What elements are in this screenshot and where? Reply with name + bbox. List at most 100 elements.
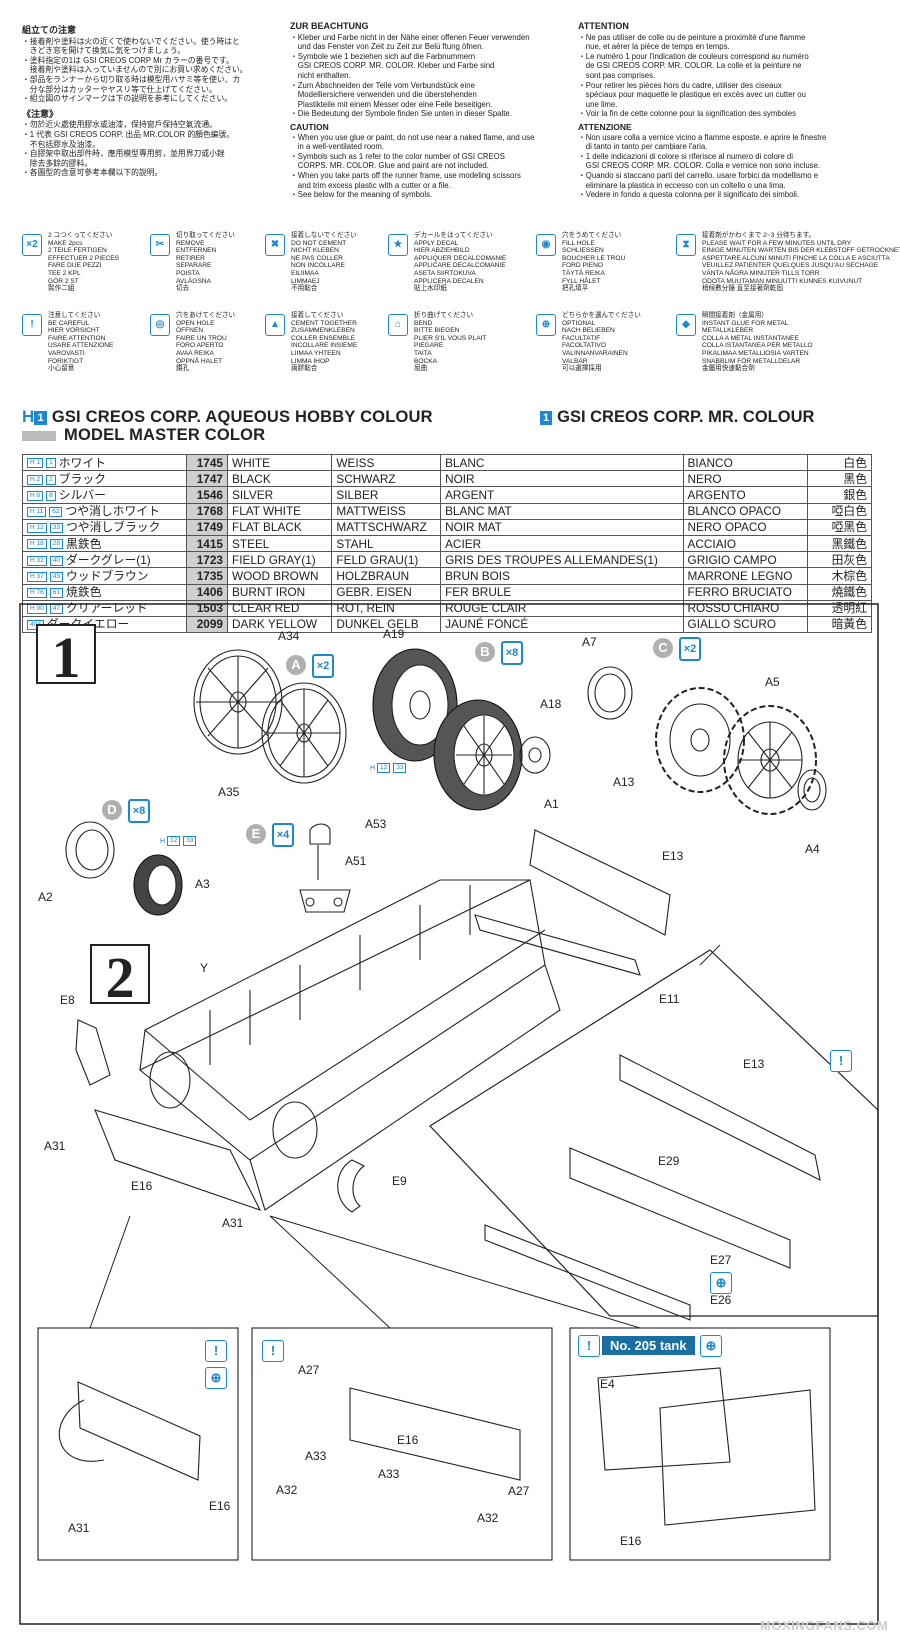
- paint-note-h: H: [370, 764, 376, 772]
- warning-line: ・When you use glue or paint, do not use …: [290, 132, 535, 142]
- paint-note-b: 33: [183, 836, 197, 846]
- label-a4: A4: [805, 842, 820, 856]
- symbol-text-line: 接着してください: [291, 312, 344, 319]
- symbol-text-line: TEE 2 KPL: [48, 269, 81, 277]
- paint-code: 1745: [186, 453, 228, 472]
- paint-code: 2099: [186, 615, 228, 634]
- symbol-text-line: VALBAR: [562, 357, 588, 365]
- paint-it: GRIGIO CAMPO: [682, 551, 809, 569]
- hobby-code-badge: H 1: [27, 458, 44, 469]
- symbol-text-line: 穴をあけてください: [176, 312, 236, 319]
- symbol-text-line: 可以選擇採用: [562, 365, 602, 373]
- part-e9: [337, 1159, 366, 1213]
- symbol-text-line: 折り曲げてください: [414, 312, 474, 319]
- symbol-text-line: BITTE BIEGEN: [414, 327, 460, 335]
- part-a51: [299, 889, 351, 913]
- label-e9: E9: [392, 1174, 407, 1188]
- aqueous-title: GSI CREOS CORP. AQUEOUS HOBBY COLOUR: [51, 408, 433, 426]
- symbol-text-line: 接着剤がかわくまで 2~3 分待ちます。: [702, 232, 816, 239]
- part-e8: [75, 1019, 111, 1086]
- symbol-text-line: デカールをはってください: [414, 232, 493, 239]
- symbol-text-line: 小心留意: [48, 365, 75, 373]
- symbol-text-line: FORO APERTO: [176, 342, 224, 350]
- symbol-text-line: APPLICARE DECALCOMANIE: [414, 262, 506, 270]
- qty-a-badge: ×2: [312, 654, 334, 678]
- symbol-text-line: USARE ATTENZIONE: [48, 342, 114, 350]
- paint-jp-name: シルバー: [58, 487, 106, 502]
- symbol-text-line: HIER ABZIEHBILD: [414, 247, 470, 255]
- symbol-text-line: LIIMAA YHTEEN: [291, 349, 341, 357]
- wait-icon: ⧗: [676, 234, 696, 256]
- paint-cn: 黑色: [807, 470, 872, 488]
- symbol-text-line: 2 コつくってください: [48, 232, 113, 239]
- qty-b-badge: ×8: [501, 641, 523, 665]
- warning-line: ・各圖型的含意可參考本欄以下的說明。: [22, 168, 163, 178]
- detail-box-1: [37, 1327, 239, 1561]
- symbol-text-line: OPTIONAL: [562, 319, 596, 327]
- paint-cn: 木棕色: [807, 567, 872, 585]
- mr-code-badge: 1: [46, 458, 56, 469]
- symbol-text-line: FORIKTIGT: [48, 357, 84, 365]
- symbol-text-line: DO NOT CEMENT: [291, 239, 347, 247]
- paint-de: DUNKEL GELB: [331, 615, 442, 634]
- symbol-text-line: BE CAREFUL: [48, 319, 90, 327]
- symbol-text-line: BOCKA: [414, 357, 438, 365]
- optional-icon: ⊕: [536, 314, 556, 336]
- mr-colour-title: GSI CREOS CORP. MR. COLOUR: [557, 408, 815, 426]
- label-e11: E11: [659, 992, 680, 1006]
- symbol-text-line: GÖR 2 ST: [48, 277, 79, 285]
- detail-panel-right: [429, 949, 879, 1321]
- paint-de: MATTWEISS: [331, 502, 442, 520]
- sprocket-a13: [655, 687, 745, 793]
- warning-line: ・組立図のサインマークは下の説明を参考にしてください。: [22, 94, 233, 104]
- label-e16: E16: [397, 1433, 419, 1447]
- hobby-code-badge: H 18: [27, 539, 47, 550]
- hub-a4: [797, 769, 827, 811]
- warning-de: ZUR BEACHTUNG ・Kleber und Farbe nicht in…: [290, 21, 560, 200]
- warning-line: ・部品をランナーから切り取る時は模型用ハサミ等を使い、カ: [22, 74, 241, 84]
- qty-d-badge: ×8: [128, 799, 150, 823]
- symbol-text-line: INSTANT GLUE FOR METAL: [702, 319, 789, 327]
- symbol-text-line: LIMMA IHOP: [291, 357, 330, 365]
- warning-fr: ATTENTION ・Ne pas utiliser de colle ou d…: [578, 21, 878, 200]
- warning-line: GSI CREOS CORP. MR. COLOR. Colla e verni…: [578, 161, 821, 171]
- rail-e13: [529, 829, 671, 936]
- warning-line: 除去多餘的膠料。: [22, 158, 93, 168]
- warning-line: nicht enthalten.: [290, 70, 351, 80]
- mr-code-badge: 33: [49, 523, 63, 534]
- hub-a1: [519, 736, 551, 774]
- optional-icon: ⊕: [700, 1335, 722, 1357]
- warning-line: ・See below for the meaning of symbols.: [290, 190, 433, 200]
- symbol-text-line: VEUILLEZ PATIENTER QUELQUES JUSQU'AU SEC…: [702, 262, 879, 270]
- mr-num-badge: 1: [540, 410, 553, 425]
- label-a31: A31: [44, 1139, 66, 1153]
- symbol-text-line: 穴をうめてください: [562, 232, 622, 239]
- paint-fr: BRUN BOIS: [440, 567, 684, 585]
- subassembly-c-marker: C: [653, 638, 673, 658]
- symbol-text-line: REMOVE: [176, 239, 205, 247]
- wheel-a3: [133, 854, 183, 916]
- warning-line: de GSI CREOS CORP. MR. COLOR. La colle e…: [578, 61, 802, 71]
- symbol-text-line: ZUSAMMENKLEBEN: [291, 327, 355, 335]
- label-y: Y: [200, 961, 209, 975]
- model-master-title: MODEL MASTER COLOR: [64, 426, 266, 444]
- symbol-text-line: 貼上水印紙: [414, 285, 447, 293]
- symbol-text-line: 接着しないでください: [291, 232, 357, 239]
- label-a51: A51: [345, 854, 367, 868]
- instant-glue-icon: ◆: [676, 314, 696, 336]
- paint-en: WOOD BROWN: [226, 567, 333, 585]
- be-careful-icon: !: [578, 1335, 600, 1357]
- detail-box-3: [569, 1327, 831, 1561]
- warning-line: ・塗料指定の1は GSI CREOS CORP Mr カラーの番号です。: [22, 55, 234, 65]
- warning-jp-title: 組立ての注意: [22, 25, 77, 35]
- warning-line: di tanto in tanto per cambiare l'aria.: [578, 142, 708, 152]
- warning-de-title: ZUR BEACHTUNG: [290, 21, 369, 31]
